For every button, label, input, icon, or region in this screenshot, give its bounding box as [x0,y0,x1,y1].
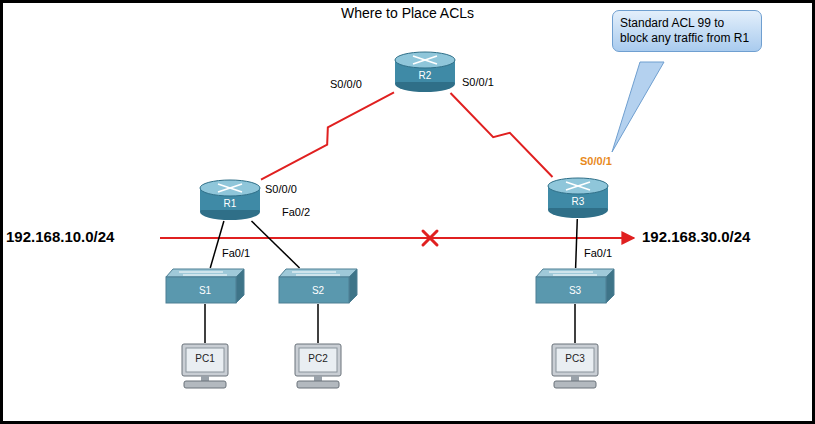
pc-icon: PC3 [550,343,600,389]
switch-arrows [549,272,597,275]
callout-text: Standard ACL 99 to block any traffic fro… [620,16,754,46]
pc-base [297,381,339,388]
router-arrows [218,184,242,192]
pc-neck [571,376,579,381]
switch-icon: S1 [165,268,245,304]
device-label: PC1 [180,353,230,365]
switch-side [236,269,244,303]
serial-link [261,92,394,179]
ethernet-link [576,219,578,268]
pc-icon: PC2 [293,343,343,389]
device-label: PC3 [550,353,600,365]
pc-icon: PC1 [180,343,230,389]
ethernet-link [251,221,299,268]
device-label: R2 [394,70,456,82]
pc-icon-graphic [550,343,600,389]
device-label: R1 [199,198,261,210]
network-label: 192.168.10.0/24 [6,228,114,245]
device-label: R3 [547,196,609,208]
switch-top [536,269,614,277]
switch-icon: S3 [535,268,615,304]
router-arrows [566,182,590,190]
interface-label: Fa0/1 [584,247,612,259]
switch-top [166,269,244,277]
interface-label: S0/0/1 [580,155,612,167]
callout-pointer [612,62,664,152]
interface-label: S0/0/1 [462,76,494,88]
router-arrows [413,56,437,64]
switch-icon: S2 [278,268,358,304]
switch-side [349,269,357,303]
switch-side [606,269,614,303]
diagram-title: Where to Place ACLs [0,5,815,21]
device-label: S2 [278,285,358,297]
router-icon: R3 [547,177,609,219]
pc-icon-graphic [180,343,230,389]
block-mark [423,231,437,245]
pc-base [554,381,596,388]
device-label: S1 [165,285,245,297]
ethernet-link [210,221,224,268]
device-label: S3 [535,285,615,297]
ethernet-link [574,304,576,343]
router-icon: R2 [394,51,456,93]
ethernet-link [204,304,206,343]
pc-neck [314,376,322,381]
ethernet-link [317,304,319,343]
callout-box: Standard ACL 99 to block any traffic fro… [612,10,762,52]
switch-arrows [292,272,340,275]
interface-label: S0/0/0 [330,78,362,90]
interface-label: Fa0/1 [222,247,250,259]
traffic-arrow [160,237,634,239]
pc-neck [201,376,209,381]
pc-icon-graphic [293,343,343,389]
interface-label: Fa0/2 [282,206,310,218]
router-top [548,178,608,194]
pc-base [184,381,226,388]
switch-arrows [179,272,227,275]
switch-top [279,269,357,277]
interface-label: S0/0/0 [265,183,297,195]
router-top [200,180,260,196]
serial-link [451,93,553,177]
network-label: 192.168.30.0/24 [642,228,750,245]
router-top [395,52,455,68]
router-icon: R1 [199,179,261,221]
device-label: PC2 [293,353,343,365]
